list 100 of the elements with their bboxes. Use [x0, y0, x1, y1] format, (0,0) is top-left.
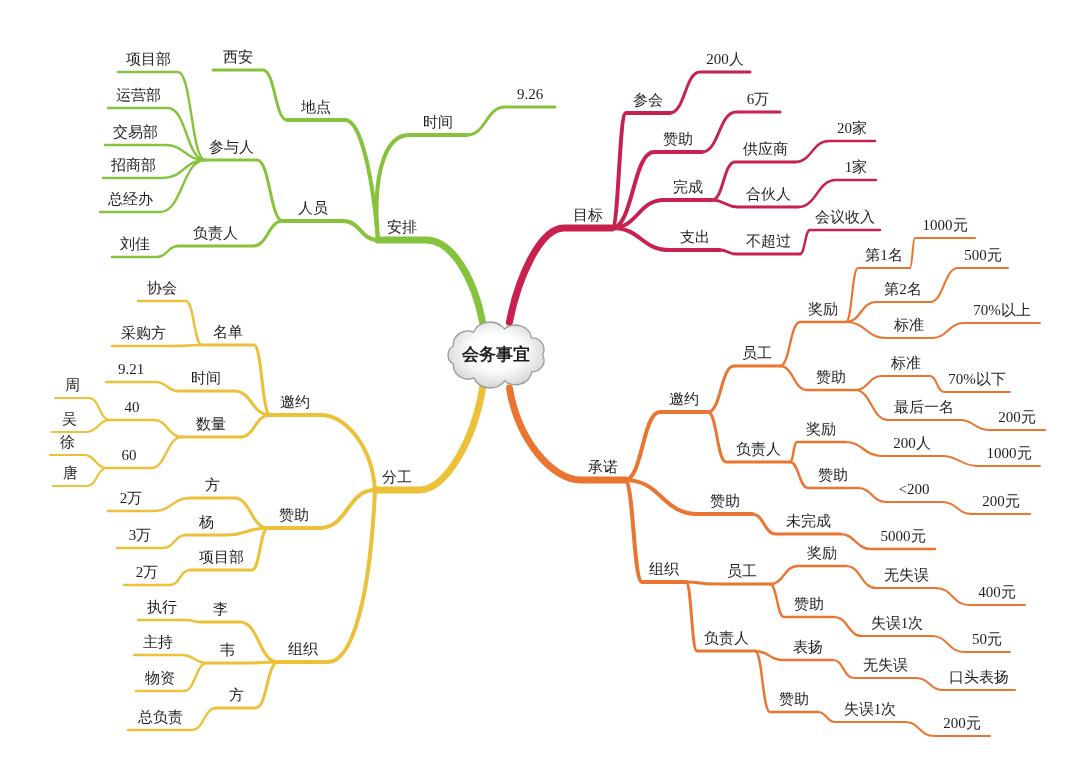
- branch-line: [116, 70, 207, 162]
- topic-label: 负责人: [697, 629, 755, 651]
- topic-label: 唐: [53, 464, 87, 486]
- topic-label: 200人: [882, 434, 942, 456]
- branch-line: [465, 105, 557, 137]
- branch-line: [844, 266, 912, 324]
- topic-label: 口头表扬: [943, 668, 1015, 690]
- branch-line: [700, 110, 782, 154]
- topic-label: 采购方: [112, 324, 174, 346]
- topic-label: 方: [190, 476, 234, 498]
- topic-label: 200元: [972, 492, 1030, 514]
- topic-label: 负责人: [726, 440, 790, 462]
- topic-label: 员工: [714, 562, 770, 584]
- topic-label: 总负责: [128, 708, 192, 730]
- branch-line: [50, 418, 112, 434]
- topic-label: 1家: [836, 158, 876, 180]
- branch-line: [929, 267, 1009, 303]
- branch-line: [853, 388, 962, 422]
- branch-line: [798, 228, 882, 256]
- branch-line: [929, 375, 1011, 393]
- branch-line: [104, 380, 180, 393]
- topic-label: 60: [107, 446, 151, 468]
- branch-line: [668, 70, 752, 115]
- topic-label: 完成: [664, 178, 712, 200]
- topic-label: 交易部: [105, 123, 165, 145]
- branch-line: [505, 384, 629, 484]
- topic-label: 9.26: [505, 85, 555, 107]
- topic-label: 合伙人: [738, 185, 798, 207]
- topic-label: 赞助: [770, 690, 818, 712]
- branch-line: [706, 410, 792, 464]
- branch-line: [706, 364, 782, 414]
- topic-label: 邀约: [270, 393, 320, 415]
- branch-line: [623, 478, 688, 584]
- topic-label: 物资: [136, 669, 184, 691]
- branch-line: [374, 236, 487, 326]
- branch-line: [51, 466, 109, 488]
- topic-label: 赞助: [698, 492, 752, 514]
- branch-line: [371, 384, 487, 494]
- branch-line: [105, 435, 184, 470]
- topic-label: 时间: [178, 369, 234, 391]
- topic-label: 奖励: [800, 300, 846, 322]
- topic-label: 支出: [670, 228, 720, 250]
- branch-line: [505, 224, 616, 326]
- topic-label: 赞助: [268, 506, 320, 528]
- branch-line: [941, 501, 1031, 515]
- topic-label: 标准: [886, 316, 932, 338]
- topic-label: 2万: [108, 489, 154, 511]
- branch-line: [844, 564, 938, 590]
- topic-label: 20家: [829, 119, 875, 141]
- topic-label: 无失误: [854, 656, 916, 678]
- topic-label: 第1名: [858, 246, 910, 268]
- branch-line: [788, 440, 847, 464]
- branch-line: [180, 413, 272, 439]
- topic-label: 40: [110, 398, 154, 420]
- topic-label: 第2名: [876, 280, 930, 302]
- branch-line: [909, 237, 976, 269]
- branch-line: [796, 178, 878, 209]
- topic-label: 不超过: [736, 232, 800, 254]
- branch-line: [931, 322, 1041, 339]
- central-topic: 会务事宜: [462, 345, 530, 365]
- branch-line: [904, 721, 991, 737]
- topic-label: 数量: [182, 415, 240, 437]
- topic-label: 赞助: [784, 595, 834, 617]
- topic-label: 项目部: [190, 548, 252, 570]
- branch-line: [134, 661, 209, 693]
- topic-label: 最后一名: [888, 398, 960, 420]
- branch-line: [831, 658, 918, 680]
- topic-label: 赞助: [654, 130, 702, 152]
- topic-label: 主持: [134, 633, 182, 655]
- branch-line: [931, 635, 1011, 653]
- topic-label: 周: [55, 376, 89, 398]
- branch-line: [211, 68, 289, 122]
- branch-line: [750, 512, 842, 536]
- branch-line: [214, 660, 280, 710]
- topic-label: 1000元: [915, 216, 975, 238]
- branch-line: [53, 396, 112, 422]
- topic-label: 70%以下: [944, 370, 1010, 392]
- topic-label: 失误1次: [862, 614, 932, 636]
- branch-line: [856, 486, 944, 504]
- branch-line: [176, 219, 285, 248]
- topic-label: 目标: [564, 206, 612, 228]
- topic-label: 组织: [642, 560, 686, 582]
- topic-label: 赞助: [807, 368, 855, 390]
- topic-label: 50元: [964, 630, 1010, 652]
- branch-line: [778, 364, 857, 392]
- branch-line: [106, 496, 192, 513]
- topic-label: 协会: [138, 279, 186, 301]
- topic-label: 失误1次: [835, 700, 905, 722]
- topic-label: 组织: [278, 640, 328, 662]
- branch-line: [816, 710, 907, 724]
- topic-label: 奖励: [798, 544, 846, 566]
- topic-label: 参与人: [205, 138, 257, 160]
- branch-line: [98, 158, 207, 214]
- topic-label: 负责人: [178, 224, 253, 246]
- topic-label: 500元: [958, 246, 1008, 268]
- topic-label: 400元: [969, 583, 1025, 605]
- topic-label: 奖励: [797, 420, 845, 442]
- topic-label: 未完成: [776, 512, 840, 534]
- topic-label: 人员: [283, 199, 343, 221]
- branch-line: [684, 580, 757, 653]
